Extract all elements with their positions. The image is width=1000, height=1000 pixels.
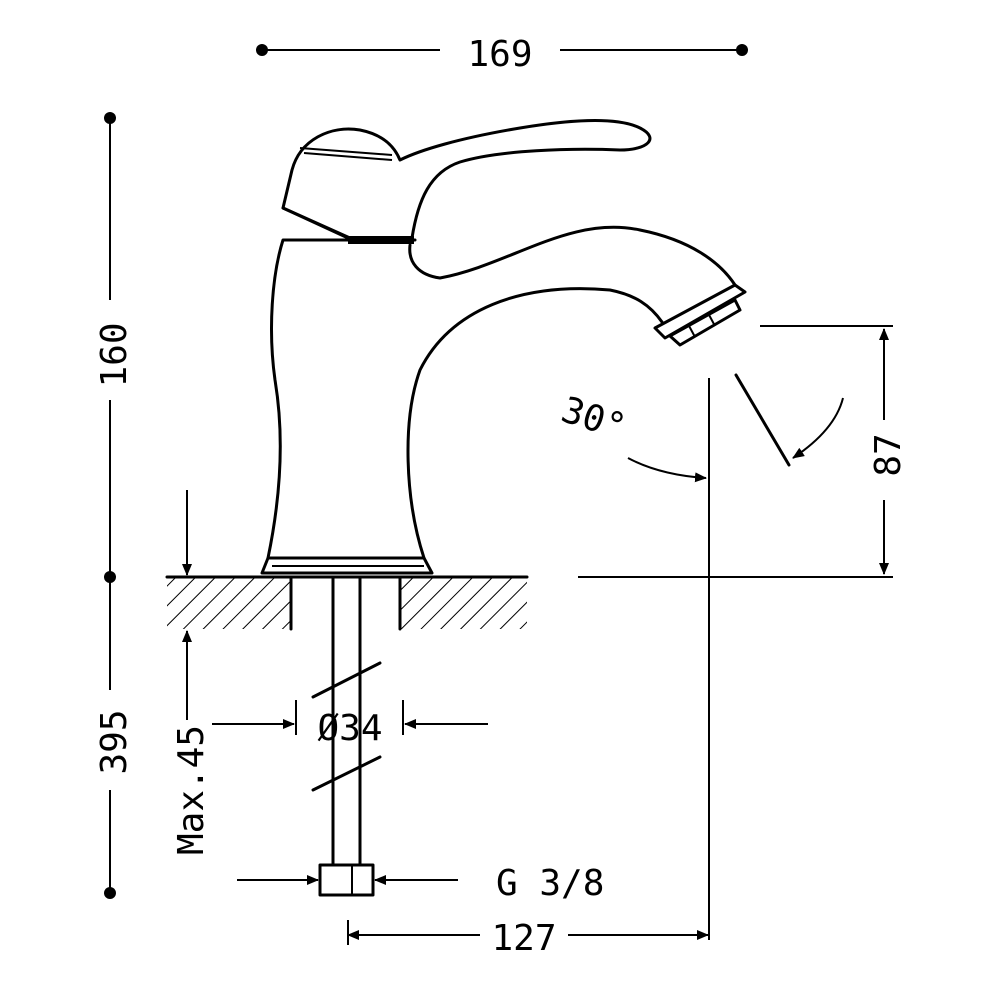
angle-label: 30° (556, 390, 631, 449)
angle-dimension: 30° (556, 373, 844, 483)
spout-height-dimension: 87 (868, 328, 909, 575)
supply-pipe (311, 575, 382, 897)
total-height-label: 395 (94, 709, 135, 774)
pipe-connector (318, 863, 375, 897)
height-dimensions-left: 160 395 (94, 112, 135, 899)
width-label: 169 (467, 34, 532, 75)
diameter-dimension: Ø34 (212, 700, 488, 749)
thread-label: G 3/8 (496, 863, 604, 904)
reference-lines (578, 325, 893, 940)
spout-height-label: 87 (868, 433, 909, 476)
diameter-label: Ø34 (317, 708, 382, 749)
max-deck-label: Max.45 (171, 725, 212, 855)
width-dimension-top: 169 (256, 34, 748, 75)
reach-label: 127 (491, 918, 556, 959)
break-line (311, 661, 382, 699)
reach-dimension: 127 (347, 918, 709, 959)
upper-height-label: 160 (94, 322, 135, 387)
thread-dimension: G 3/8 (237, 863, 604, 904)
deck-section (165, 575, 529, 631)
faucet-body (260, 119, 747, 575)
break-line (311, 755, 382, 792)
max-deck-dimension: Max.45 (171, 490, 212, 855)
